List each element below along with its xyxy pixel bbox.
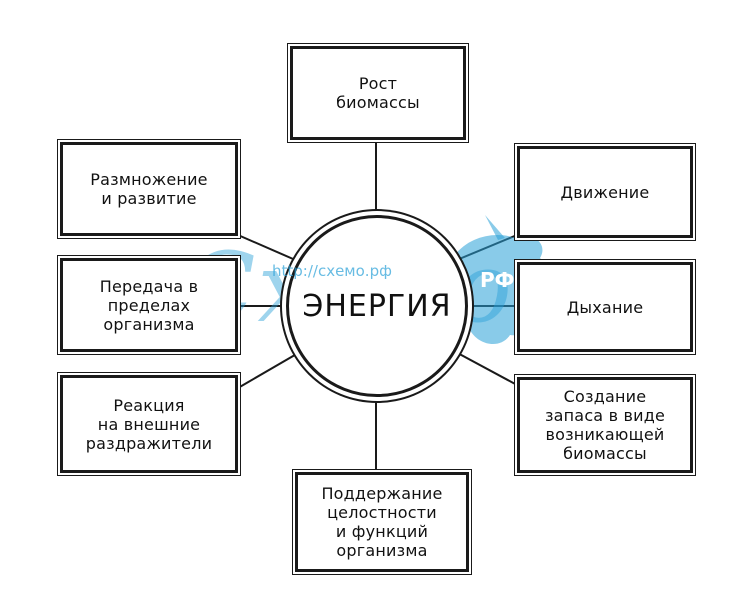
connector-right-3 — [451, 349, 518, 386]
box-reproduction: Размножение и развитие — [60, 142, 238, 236]
box-reaction: Реакция на внешние раздражители — [60, 375, 238, 473]
box-respiration: Дыхание — [517, 262, 693, 352]
box-reserve: Создание запаса в виде возникающей биома… — [517, 377, 693, 473]
box-maintenance: Поддержание целостности и функций органи… — [295, 472, 469, 572]
watermark-url: http://схемо.рф — [272, 262, 392, 280]
connector-left-3 — [237, 351, 301, 389]
energy-circle: ЭНЕРГИЯ — [286, 215, 468, 397]
box-transfer: Передача в пределах организма — [60, 258, 238, 352]
connector-left-1 — [237, 234, 301, 263]
watermark-rf: РФ — [480, 268, 515, 292]
box-movement: Движение — [517, 146, 693, 238]
box-growth: Рост биомассы — [290, 46, 466, 140]
energy-label: ЭНЕРГИЯ — [302, 288, 452, 324]
